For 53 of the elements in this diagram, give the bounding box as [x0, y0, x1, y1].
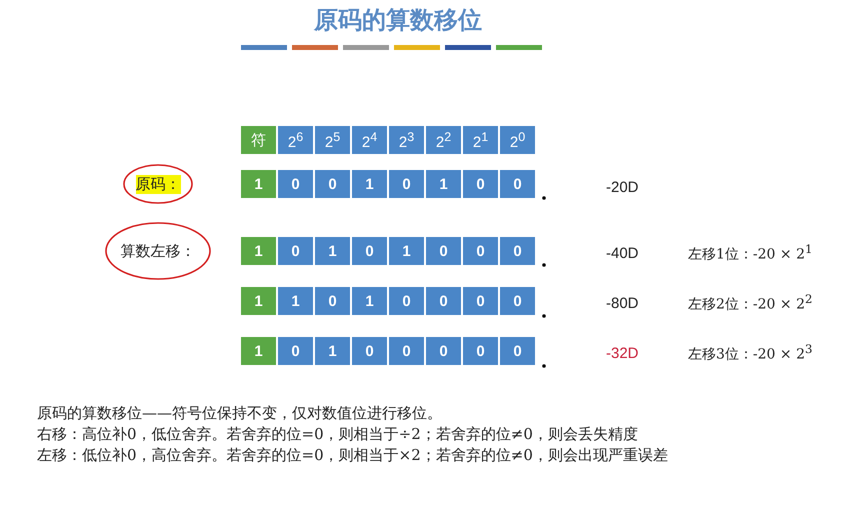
bit-cell: 0 — [278, 237, 313, 265]
bit-cell: 0 — [352, 337, 387, 365]
header-cell: 2$^{4}$ — [352, 126, 387, 154]
bit-cell: 0 — [500, 237, 535, 265]
bit-cell: 1 — [241, 287, 276, 315]
bit-cell: 0 — [500, 170, 535, 198]
header-cell: 2$^{2}$ — [426, 126, 461, 154]
circled-label: 原码： — [120, 170, 196, 198]
bit-cell: 0 — [463, 337, 498, 365]
bit-cell: 1 — [426, 170, 461, 198]
bit-cell: 0 — [278, 170, 313, 198]
shift-formula: 左移2位：-20 × 2$^{2}$ — [688, 292, 812, 314]
bit-cell: 1 — [278, 287, 313, 315]
bit-cell: 0 — [389, 170, 424, 198]
bit-cell: 1 — [352, 287, 387, 315]
bit-cell: 0 — [463, 237, 498, 265]
bit-cell: 1 — [241, 170, 276, 198]
bit-cell: 1 — [241, 337, 276, 365]
bit-cell: 0 — [426, 337, 461, 365]
shift-formula: 左移1位：-20 × 2$^{1}$ — [688, 242, 812, 264]
bit-cell: 0 — [500, 337, 535, 365]
header-cell: 2$^{3}$ — [389, 126, 424, 154]
bit-cell: 0 — [426, 237, 461, 265]
bit-cell: 0 — [315, 287, 350, 315]
header-cell: 符 — [241, 126, 276, 154]
bit-cell: 0 — [463, 287, 498, 315]
note-text: 左移：低位补0，高位舍弃。若舍弃的位=0，则相当于×2；若舍弃的位≠0，则会出现严重误差 — [37, 446, 668, 465]
decimal-value: -80D — [606, 295, 639, 312]
bit-cell: 0 — [389, 287, 424, 315]
bit-cell: 0 — [278, 337, 313, 365]
decimal-value: -32D — [606, 345, 639, 362]
header-cell: 2$^{6}$ — [278, 126, 313, 154]
bit-cell: 1 — [315, 237, 350, 265]
title: 原码的算数移位 — [312, 5, 483, 36]
bit-cell: 0 — [315, 170, 350, 198]
bit-cell: 0 — [389, 337, 424, 365]
note-text: 右移：高位补0，低位舍弃。若舍弃的位=0，则相当于÷2；若舍弃的位≠0，则会丢失精度 — [37, 425, 638, 444]
header-cell: 2$^{0}$ — [500, 126, 535, 154]
bit-cell: 1 — [352, 170, 387, 198]
header-cell: 2$^{5}$ — [315, 126, 350, 154]
decimal-value: -20D — [606, 179, 639, 196]
shift-formula: 左移3位：-20 × 2$^{3}$ — [688, 342, 812, 364]
circled-label: 算数左移： — [108, 237, 208, 265]
decimal-value: -40D — [606, 245, 639, 262]
bit-cell: 0 — [500, 287, 535, 315]
note-text: 原码的算数移位——符号位保持不变，仅对数值位进行移位。 — [37, 404, 442, 423]
bit-cell: 0 — [426, 287, 461, 315]
header-cell: 2$^{1}$ — [463, 126, 498, 154]
bit-cell: 1 — [315, 337, 350, 365]
bit-cell: 1 — [389, 237, 424, 265]
bit-cell: 1 — [241, 237, 276, 265]
bit-cell: 0 — [463, 170, 498, 198]
bit-cell: 0 — [352, 237, 387, 265]
